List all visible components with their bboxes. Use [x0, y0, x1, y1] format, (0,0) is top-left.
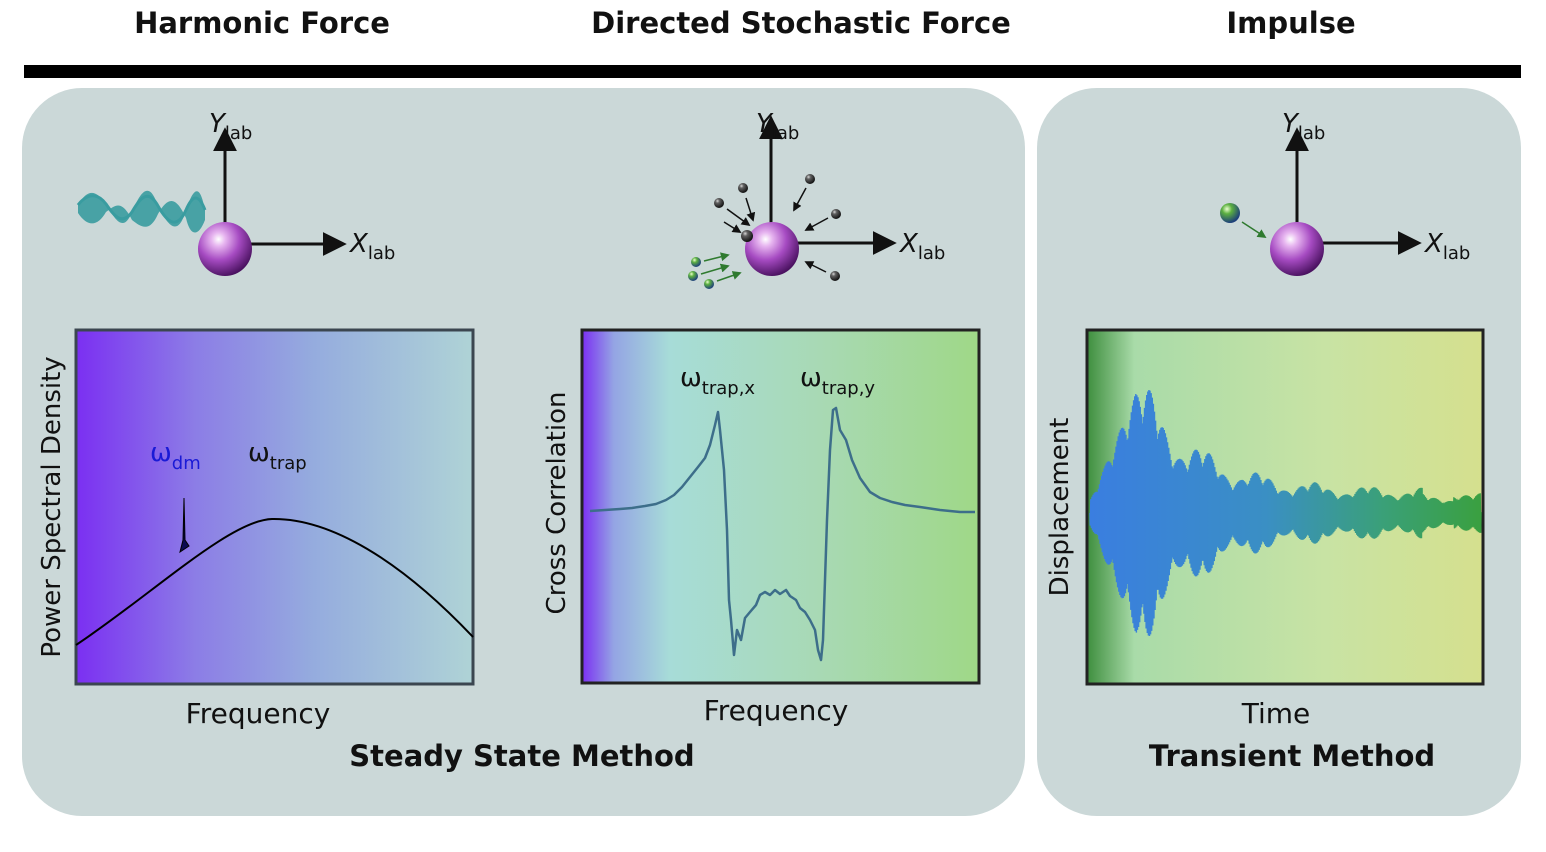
displacement-y-axis-label: Displacement — [1045, 418, 1075, 597]
x-lab-label: Xlab — [898, 229, 945, 264]
y-lab-label: Ylab — [1282, 109, 1325, 144]
harmonic-force-diagram: Ylab Xlab — [76, 109, 395, 276]
header-impulse: Impulse — [1226, 6, 1355, 40]
molecule-arrow — [804, 261, 827, 273]
psd-dm-spike — [179, 497, 190, 554]
molecule-arrow — [793, 187, 807, 212]
particle-sphere — [745, 222, 799, 276]
y-lab-label: Ylab — [756, 109, 799, 144]
cross-correlation-curve — [589, 406, 975, 662]
impulse-arrow — [1241, 221, 1267, 238]
displacement-x-axis-label: Time — [1241, 697, 1311, 730]
header-divider — [24, 65, 1521, 78]
molecule-arrow — [804, 217, 829, 231]
directed-molecule — [704, 279, 714, 289]
particle-sphere — [198, 222, 252, 276]
header-directed-stochastic-force: Directed Stochastic Force — [591, 6, 1011, 40]
directed-molecule — [688, 271, 698, 281]
gas-molecule — [805, 174, 815, 184]
gas-molecule — [741, 230, 753, 242]
molecule-arrow — [726, 208, 751, 227]
particle-sphere — [1270, 222, 1324, 276]
cross-omega-trap-y-label: ωtrap,y — [800, 363, 875, 399]
directed-arrow — [716, 271, 742, 282]
impulse-diagram: Ylab Xlab — [1220, 109, 1470, 276]
directed-arrow — [703, 252, 730, 262]
psd-omega-trap-label: ωtrap — [248, 438, 307, 474]
molecule-arrow — [745, 197, 756, 222]
transient-method-label: Transient Method — [1149, 739, 1435, 773]
displacement-plot: Displacement Time — [1045, 328, 1485, 730]
cross-x-axis-label: Frequency — [704, 694, 849, 727]
gas-molecule — [831, 209, 841, 219]
psd-plot: ωdm ωtrap Power Spectral Density Frequen… — [37, 328, 475, 730]
cross-correlation-plot: ωtrap,x ωtrap,y Cross Correlation Freque… — [542, 328, 981, 727]
header-harmonic-force: Harmonic Force — [134, 6, 390, 40]
cross-omega-trap-x-label: ωtrap,x — [680, 363, 755, 399]
directed-arrow — [700, 263, 730, 275]
psd-x-axis-label: Frequency — [186, 697, 331, 730]
cross-y-axis-label: Cross Correlation — [542, 392, 572, 615]
x-lab-label: Xlab — [1423, 229, 1470, 264]
x-lab-label: Xlab — [348, 229, 395, 264]
psd-plot-frame — [74, 328, 475, 686]
directed-molecule — [691, 257, 701, 267]
impulse-particle — [1220, 203, 1240, 223]
steady-state-method-label: Steady State Method — [349, 739, 694, 773]
psd-curve — [75, 517, 474, 646]
harmonic-wave-fill — [78, 190, 205, 233]
y-lab-label: Ylab — [209, 109, 252, 144]
gas-molecule — [830, 271, 840, 281]
psd-y-axis-label: Power Spectral Density — [37, 356, 67, 657]
molecule-arrow — [723, 221, 742, 233]
displacement-waveform — [1089, 389, 1482, 637]
stochastic-force-diagram: Ylab Xlab — [688, 109, 945, 289]
gas-molecule — [714, 198, 724, 208]
psd-omega-dm-label: ωdm — [150, 438, 201, 474]
gas-molecule — [738, 183, 748, 193]
